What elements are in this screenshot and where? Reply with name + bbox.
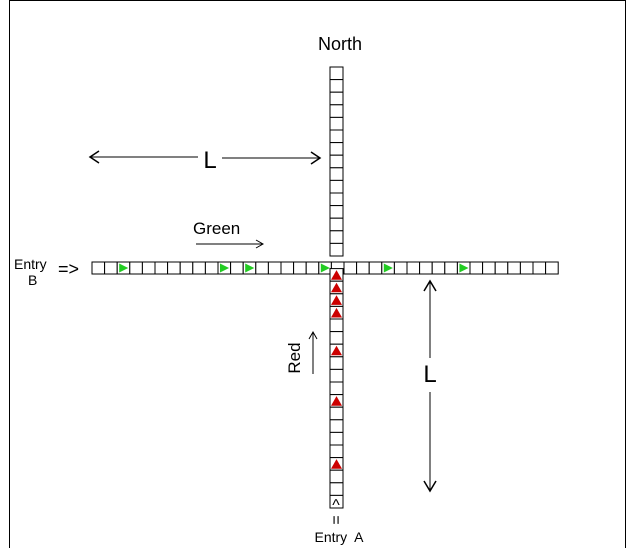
- road-cell-v: [329, 205, 344, 219]
- entry-a-label: Entry A: [314, 529, 364, 545]
- road-cell-h: [507, 261, 521, 275]
- road-cell-h: [406, 261, 421, 275]
- road-cell-h: [431, 261, 446, 275]
- red-car: [331, 307, 342, 318]
- road-cell-v: [329, 91, 344, 106]
- green-car: [383, 263, 393, 273]
- road-cell-v: [329, 494, 344, 509]
- entry-b-label: Entry: [14, 256, 47, 272]
- road-cell-h: [494, 261, 509, 275]
- road-cell-v: [329, 331, 344, 345]
- green-direction: Green: [193, 219, 265, 249]
- road-cell-h: [482, 261, 496, 275]
- road-cell-h: [230, 261, 244, 275]
- red-car: [331, 282, 342, 293]
- entry-a-caret: ^: [332, 497, 340, 514]
- road-cell-v: [329, 368, 344, 383]
- road-cell-h: [545, 261, 559, 275]
- road-cell-h: [104, 261, 118, 275]
- cars-layer: [119, 263, 469, 469]
- length-label-top: L: [203, 147, 216, 174]
- road-cell-h: [141, 261, 156, 275]
- road-cell-h: [343, 261, 358, 275]
- road-cell-h: [419, 261, 433, 275]
- road-cell-v: [329, 431, 344, 446]
- green-car: [119, 263, 129, 273]
- road-cell-v: [329, 154, 344, 169]
- road-cell-h: [356, 261, 370, 275]
- road-cell-h: [204, 261, 219, 275]
- road-cell-h: [179, 261, 194, 275]
- road-cell-v: [329, 356, 344, 370]
- length-dimension-top: L: [88, 147, 322, 174]
- entry-a: ^ = Entry A: [314, 497, 364, 545]
- red-car: [331, 345, 342, 356]
- road-cell-v: [329, 79, 344, 93]
- road-cell-v: [329, 142, 344, 156]
- red-car: [331, 396, 342, 406]
- road-cell-h: [293, 261, 307, 275]
- road-cell-h: [91, 261, 106, 275]
- road-cell-h: [192, 261, 206, 275]
- entry-b-arrow: =>: [58, 259, 79, 279]
- road-cell-h: [280, 261, 295, 275]
- road-cell-v: [329, 406, 344, 421]
- vertical-road: [329, 66, 344, 509]
- green-direction-arrowhead: [255, 239, 265, 249]
- green-label: Green: [193, 219, 240, 238]
- road-cell-h: [129, 261, 143, 275]
- north-label: North: [318, 34, 362, 54]
- entry-b-letter: B: [28, 272, 37, 288]
- road-cell-v: [329, 381, 344, 396]
- length-dimension-right: L: [423, 279, 437, 493]
- length-label-right: L: [423, 361, 436, 388]
- arrowhead-down: [423, 480, 437, 493]
- road-cell-h: [444, 261, 458, 275]
- red-car: [331, 459, 342, 469]
- entry-a-equals: =: [327, 515, 344, 524]
- red-car: [331, 270, 342, 280]
- road-cell-v: [329, 482, 344, 496]
- diagram-frame: [9, 0, 626, 548]
- road-cell-v: [329, 444, 344, 459]
- road-cell-v: [329, 167, 344, 181]
- green-car: [220, 263, 230, 273]
- road-cell-h: [305, 261, 320, 275]
- road-cell-v: [329, 116, 344, 131]
- green-car: [245, 263, 255, 273]
- arrowhead-right: [310, 151, 322, 165]
- green-car: [459, 263, 469, 273]
- red-car: [331, 295, 342, 305]
- green-car: [320, 263, 330, 273]
- road-cell-v: [329, 242, 344, 257]
- road-cell-h: [255, 261, 269, 275]
- red-label: Red: [285, 342, 304, 373]
- red-direction-arrowhead: [308, 330, 318, 340]
- road-cell-v: [329, 419, 344, 433]
- entry-b: Entry B =>: [14, 256, 79, 288]
- road-cell-v: [329, 192, 344, 207]
- road-cell-v: [329, 318, 344, 333]
- road-cell-h: [469, 261, 484, 275]
- road-cell-v: [329, 104, 344, 118]
- road-cell-h: [167, 261, 181, 275]
- road-cell-h: [154, 261, 169, 275]
- red-direction: Red: [285, 330, 318, 374]
- road-cell-h: [532, 261, 547, 275]
- road-cell-h: [267, 261, 282, 275]
- road-cell-h: [368, 261, 383, 275]
- road-cell-v: [329, 469, 344, 484]
- road-cell-v: [329, 129, 344, 144]
- arrowhead-left: [88, 150, 100, 164]
- road-cell-h: [519, 261, 534, 275]
- road-cell-h: [393, 261, 408, 275]
- road-cell-v: [329, 66, 344, 81]
- road-cell-v: [329, 179, 344, 194]
- horizontal-road: [91, 261, 559, 275]
- road-cell-v: [329, 230, 344, 244]
- road-cell-v: [329, 217, 344, 232]
